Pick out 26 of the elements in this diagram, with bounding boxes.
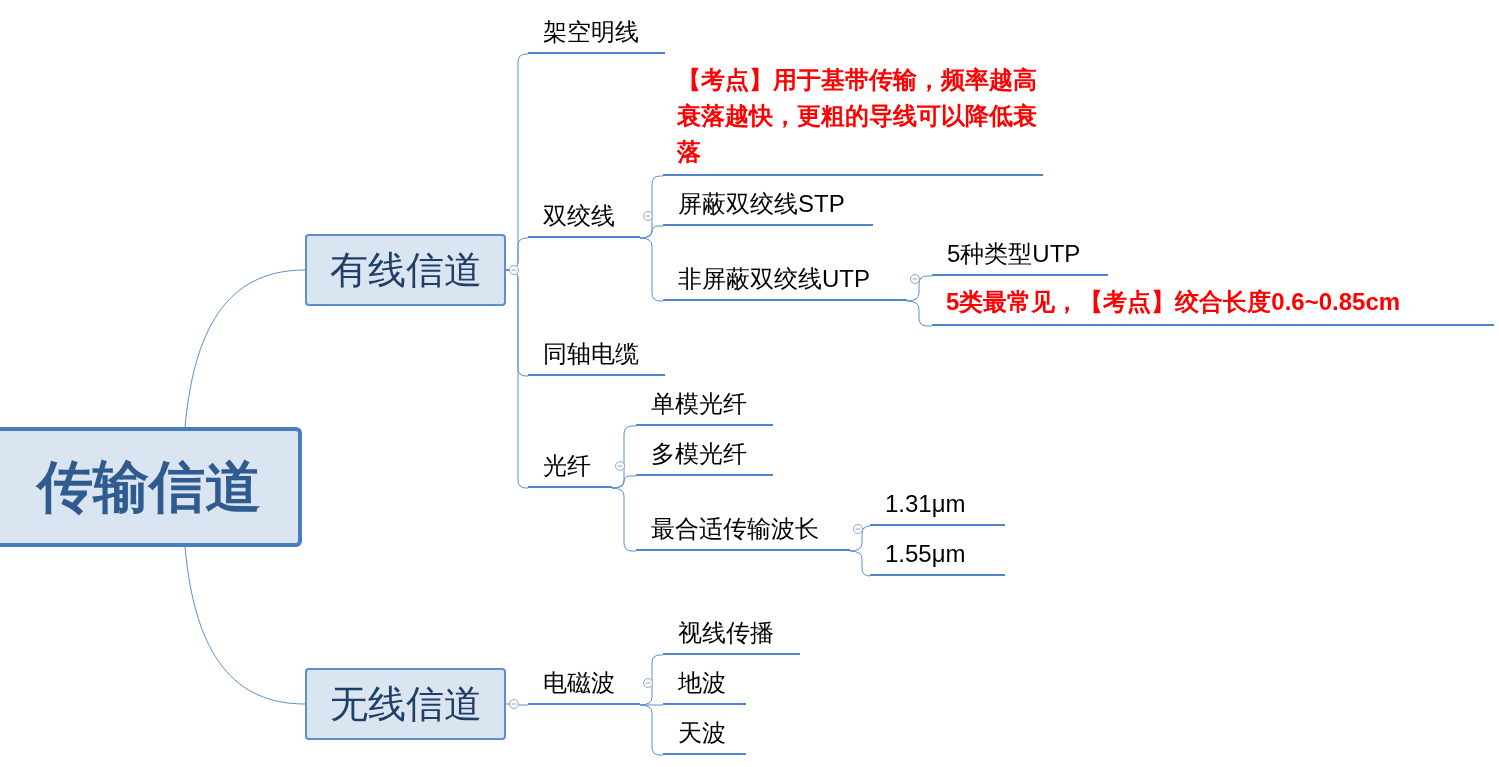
underlined-topic: 光纤 <box>528 448 612 488</box>
underlined-topic: 地波 <box>663 665 746 705</box>
branch-line <box>184 269 306 428</box>
highlighted-note: 5类最常见，【考点】绞合长度0.6~0.85cm <box>932 286 1494 326</box>
underlined-topic: 同轴电缆 <box>528 336 665 376</box>
highlighted-note: 【考点】用于基带传输，频率越高衰落越快，更粗的导线可以降低衰落 <box>663 62 1043 176</box>
underlined-topic: 架空明线 <box>528 14 665 54</box>
branch-line <box>849 550 871 577</box>
branch-line <box>906 300 933 327</box>
underlined-topic: 多模光纤 <box>636 436 773 476</box>
underlined-topic: 1.55μm <box>870 536 1005 576</box>
main-topic-box: 有线信道 <box>305 234 506 306</box>
underlined-topic: 非屏蔽双绞线UTP <box>663 261 907 301</box>
underlined-topic: 5种类型UTP <box>932 236 1108 276</box>
underlined-topic: 最合适传输波长 <box>636 511 850 551</box>
underlined-topic: 1.31μm <box>870 486 1005 526</box>
branch-line <box>611 487 637 552</box>
underlined-topic: 屏蔽双绞线STP <box>663 186 873 226</box>
underlined-topic: 双绞线 <box>528 198 640 238</box>
branch-line <box>184 546 306 705</box>
underlined-topic: 电磁波 <box>528 665 640 705</box>
underlined-topic: 视线传播 <box>663 615 800 655</box>
underlined-topic: 天波 <box>663 715 746 755</box>
main-topic-box: 无线信道 <box>305 668 506 740</box>
underlined-topic: 单模光纤 <box>636 386 773 426</box>
central-topic-box: 传输信道 <box>0 427 302 547</box>
